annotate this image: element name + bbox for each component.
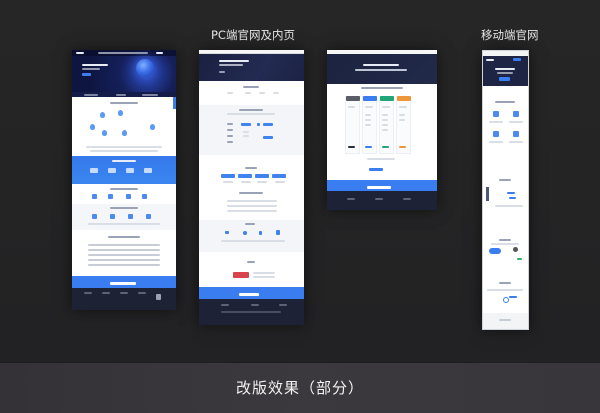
side-float-tab (173, 97, 176, 109)
mobile-footer (483, 313, 528, 329)
pc-pricing-page-mockup (327, 50, 437, 210)
hero-banner (327, 54, 437, 84)
circle-icon (503, 297, 509, 303)
cta-band (72, 276, 176, 288)
partner-logo (233, 272, 249, 278)
pc-inner-page-mockup (199, 50, 304, 325)
architecture-section (199, 105, 304, 155)
stats-band (72, 156, 176, 184)
features-section (199, 220, 304, 252)
chart-bar (486, 187, 489, 201)
top-nav (199, 50, 304, 54)
mobile-section-heading: 移动端官网 (481, 28, 539, 42)
top-nav (72, 50, 176, 56)
pricing-table (327, 84, 437, 180)
slide-caption: 改版效果（部分） (235, 379, 364, 397)
top-nav (327, 50, 437, 54)
sub-nav (72, 92, 176, 97)
mobile-site-mockup (482, 50, 529, 330)
hero-banner (72, 50, 176, 92)
browser-bar (483, 51, 528, 56)
site-footer (72, 288, 176, 310)
cloud-globe-icon (136, 59, 154, 77)
caption-bar: 改版效果（部分） (0, 362, 600, 413)
gear-icon (513, 247, 518, 252)
pc-section-heading: PC端官网及内页 (211, 28, 295, 42)
solutions-section (72, 204, 176, 230)
cta-band (327, 180, 437, 191)
cta-band (199, 287, 304, 299)
hero-banner (199, 54, 304, 81)
cloud-icon (489, 248, 501, 254)
presentation-stage: PC端官网及内页 移动端官网 (0, 0, 600, 362)
pc-home-mockup (72, 50, 176, 310)
site-footer (199, 299, 304, 325)
hero-banner (483, 56, 528, 86)
